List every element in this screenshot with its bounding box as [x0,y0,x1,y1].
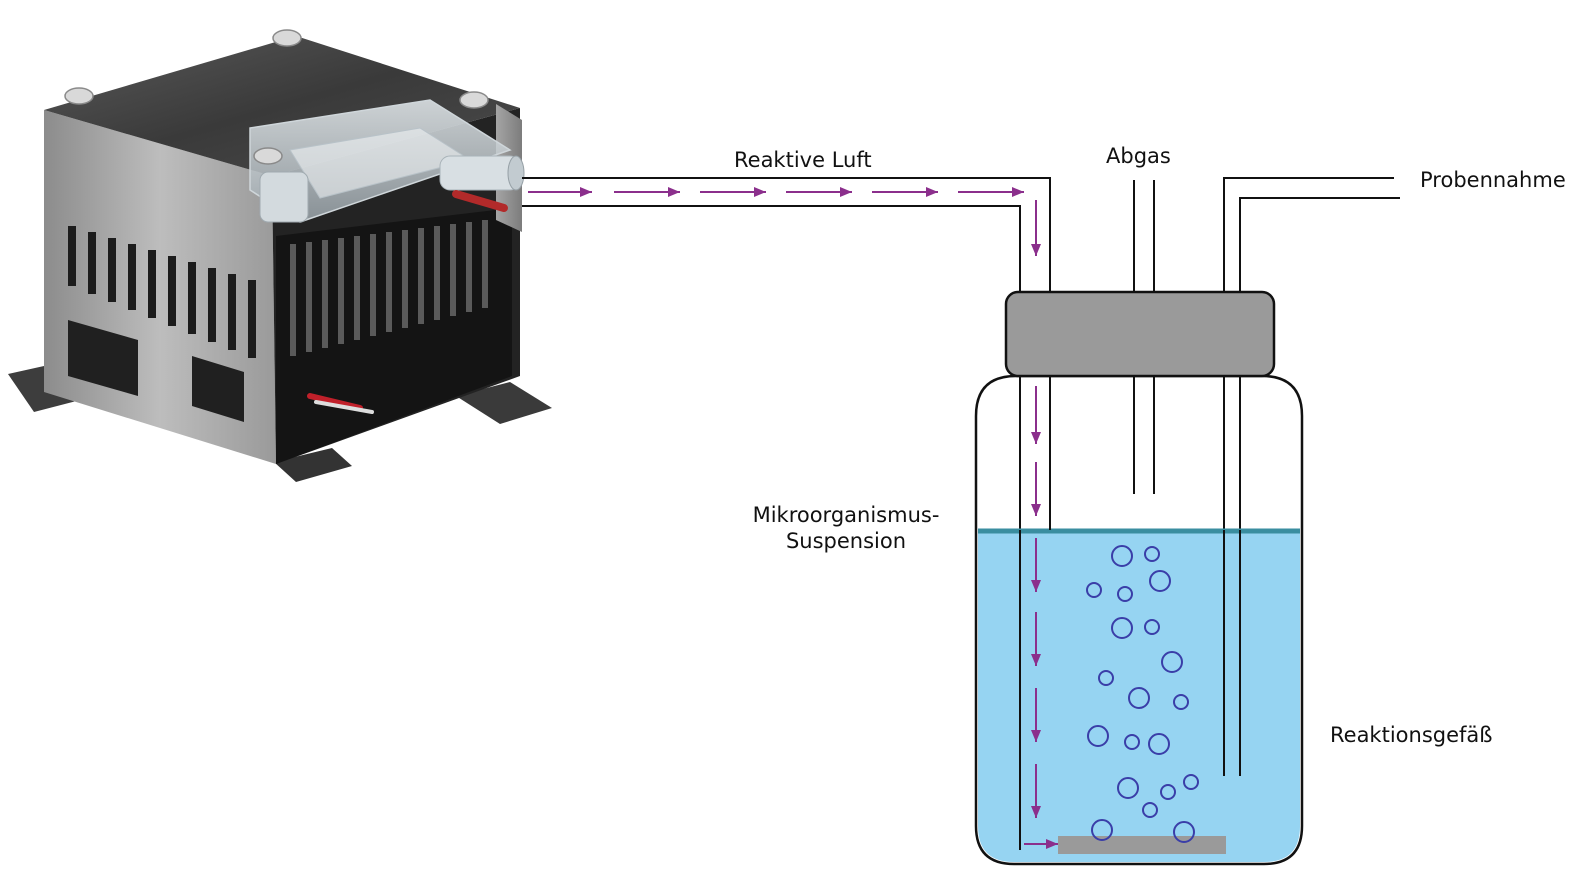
bubble [1117,586,1133,602]
bubble [1087,725,1109,747]
vessel-lid [1004,290,1276,378]
bubble [1160,784,1176,800]
bubble [1142,802,1158,818]
bubble [1111,545,1133,567]
label-vessel: Reaktionsgefäß [1330,723,1493,747]
air-pump-module-icon [8,29,552,482]
air-bubbles [1086,545,1199,843]
airflow-arrow [872,187,938,197]
liquid-suspension [978,532,1300,862]
bubble [1173,821,1195,843]
airflow-arrow [786,187,852,197]
airflow-arrow [958,187,1024,197]
bubble [1117,777,1139,799]
bubble [1098,670,1114,686]
bubble [1149,570,1171,592]
label-exhaust: Abgas [1106,144,1171,168]
bubble [1111,617,1133,639]
bubble [1173,694,1189,710]
label-reactive-air: Reaktive Luft [734,148,872,172]
airflow-arrow [1024,839,1058,849]
airflow-arrow [528,187,592,197]
bubble [1086,582,1102,598]
airflow-arrow [700,187,766,197]
airflow-arrow [614,187,680,197]
airflow-arrow [1031,538,1041,592]
bubble [1144,546,1160,562]
bubble [1128,687,1150,709]
airflow-arrow [1031,688,1041,742]
bubble [1144,619,1160,635]
label-suspension-line1: Mikroorganismus- [752,503,940,527]
sparger-plate [1058,836,1226,854]
bubble [1124,734,1140,750]
airflow-arrow [1031,764,1041,818]
airflow-arrow [1031,200,1041,256]
bubble [1148,733,1170,755]
airflow-arrow [1031,612,1041,666]
airflow-arrow [1031,462,1041,516]
airflow-arrow [1031,386,1041,444]
label-suspension: Mikroorganismus- Suspension [748,502,944,554]
label-suspension-line2: Suspension [785,529,907,553]
reaction-vessel [974,290,1304,866]
label-sampling: Probennahme [1420,168,1566,192]
bubble [1161,651,1183,673]
bubble [1183,774,1199,790]
airflow-arrows [528,187,1058,849]
bubble [1091,819,1113,841]
